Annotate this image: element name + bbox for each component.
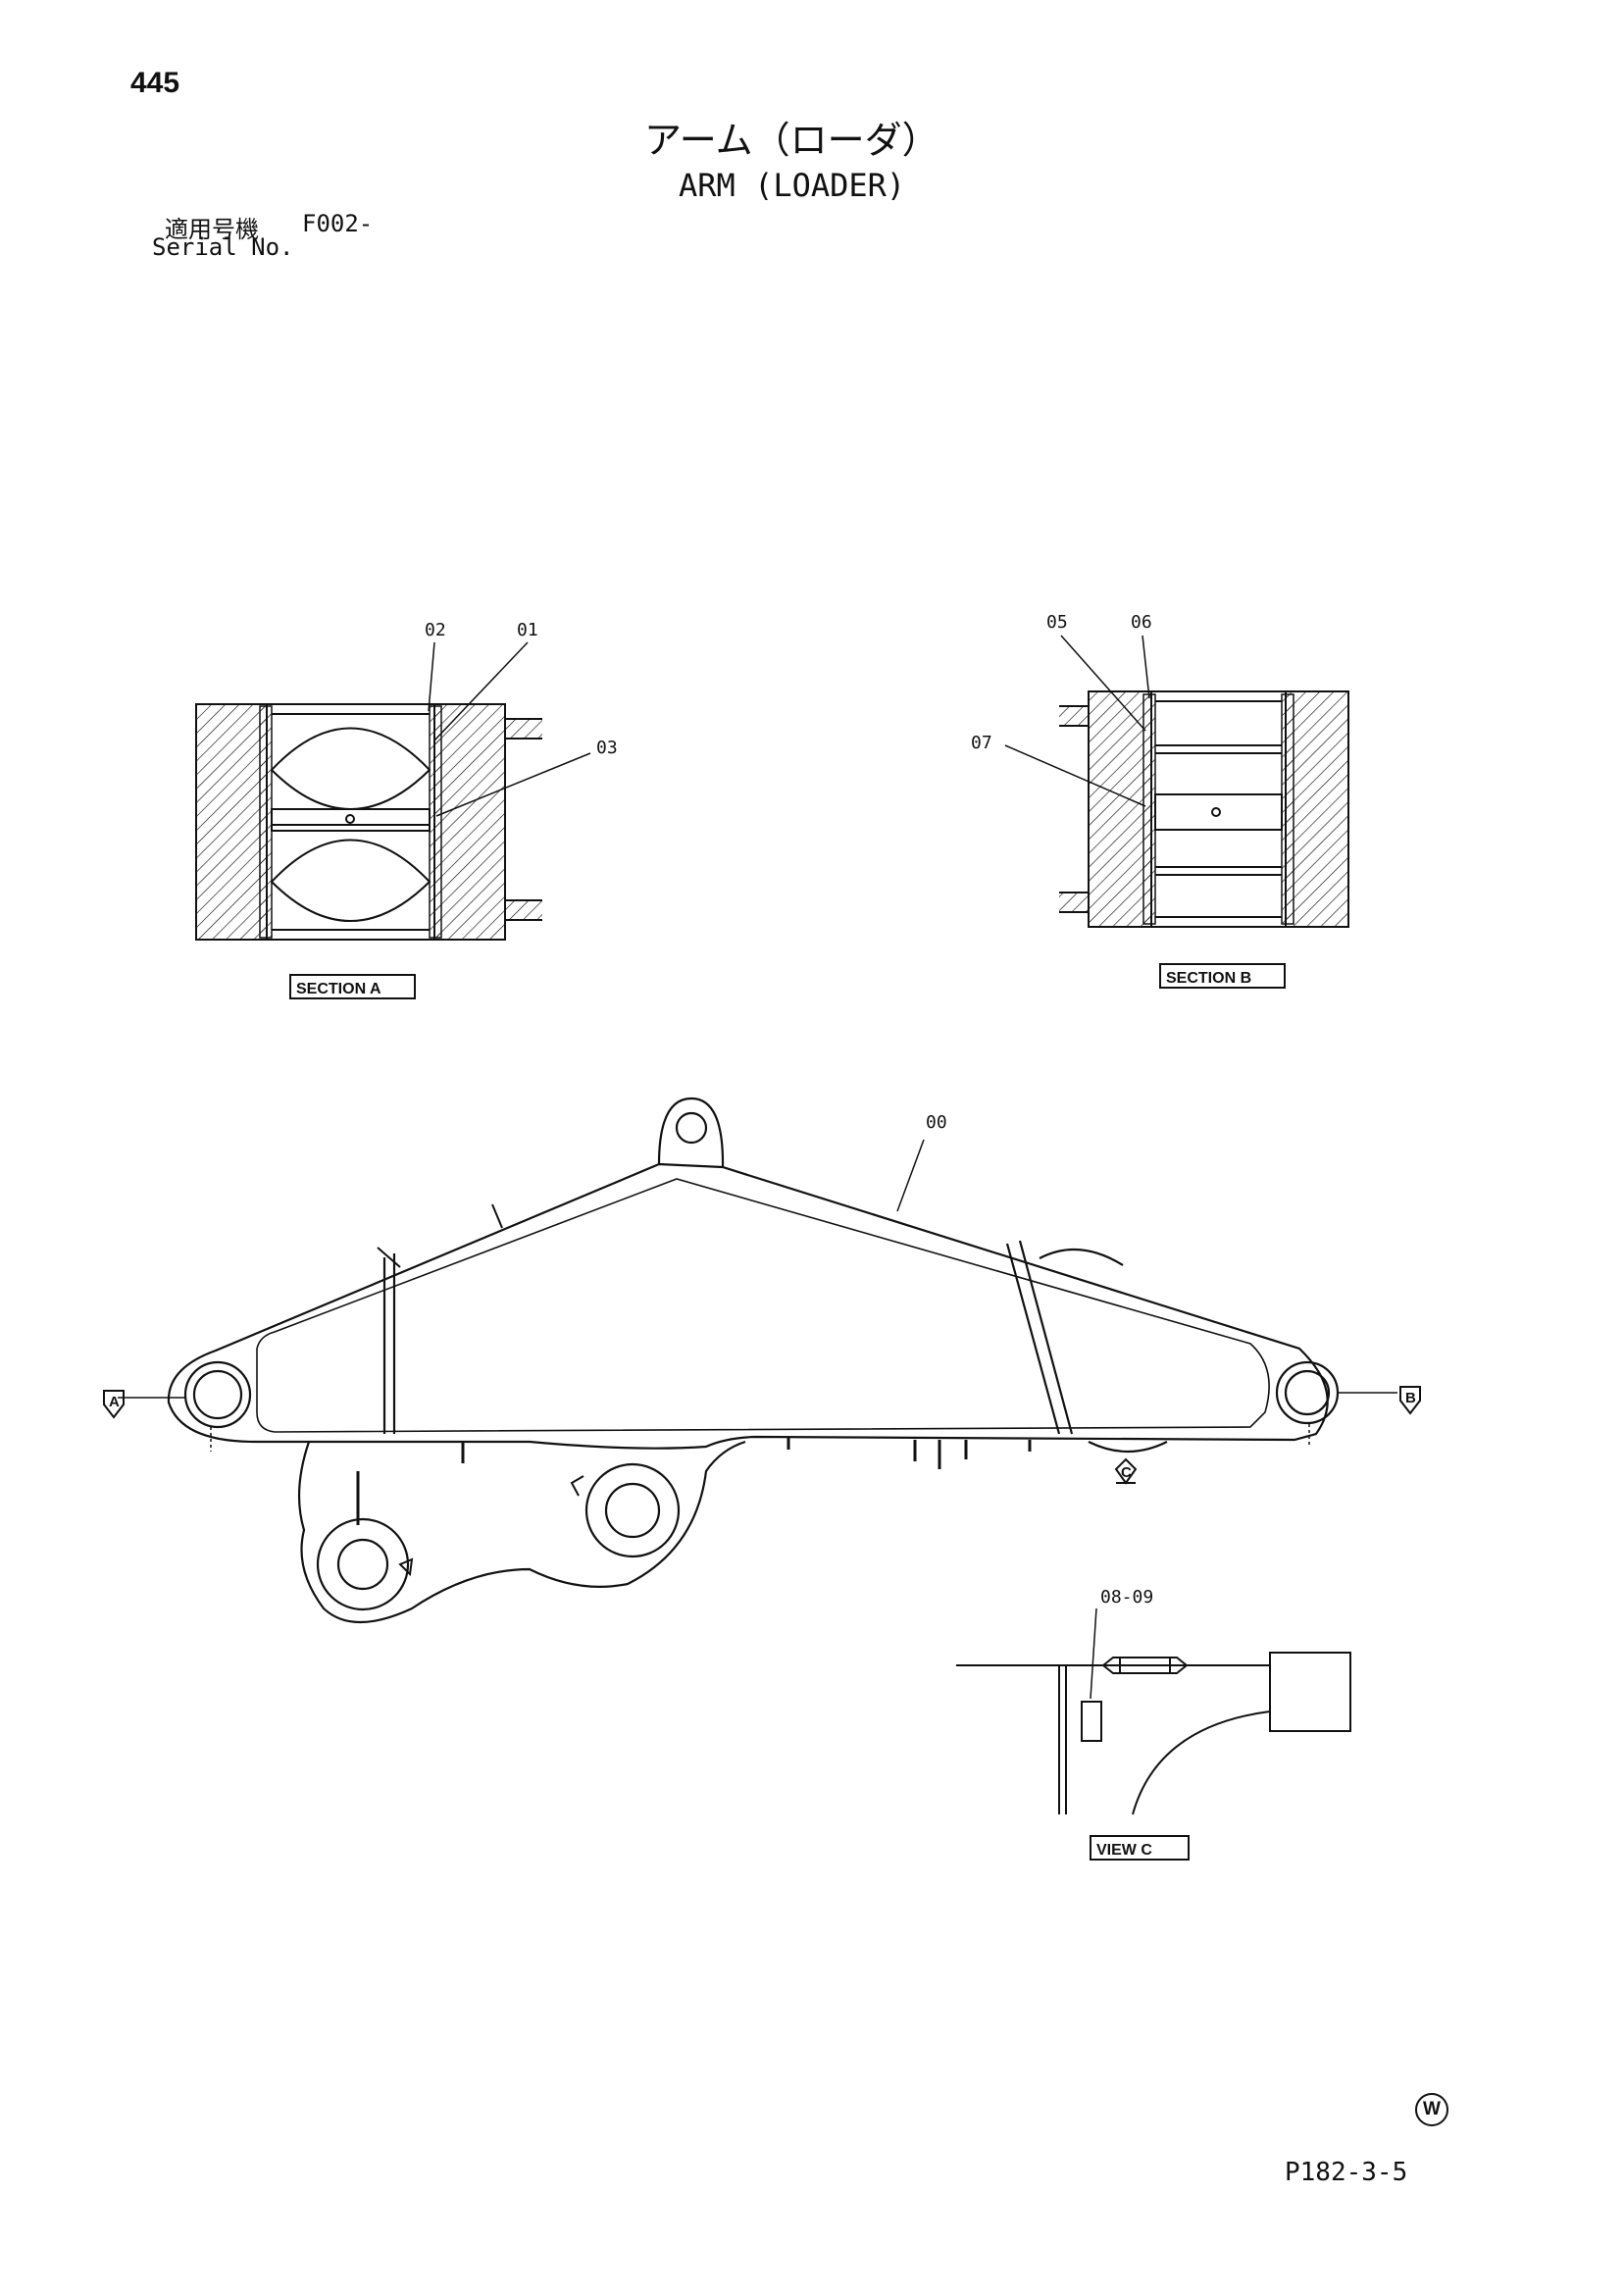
view-c-label: VIEW C [1096, 1842, 1152, 1859]
section-mark-a: A [109, 1394, 120, 1410]
title-english: ARM (LOADER) [679, 167, 906, 204]
section-mark-b: B [1405, 1390, 1416, 1406]
callout-00: 00 [926, 1112, 947, 1133]
serial-label-english: Serial No. [152, 233, 294, 261]
serial-label-japanese: 適用号機 [165, 216, 259, 243]
callout-06: 06 [1131, 612, 1152, 633]
callout-01: 01 [517, 620, 538, 640]
callout-08-09: 08-09 [1100, 1587, 1153, 1607]
title-japanese: アーム（ローダ） [644, 119, 939, 162]
view-c-drawing [956, 1607, 1351, 1815]
page-number: 445 [130, 67, 180, 99]
callout-05: 05 [1046, 612, 1068, 633]
footer-code: P182-3-5 [1285, 2158, 1408, 2187]
arm-main-view [103, 1097, 1421, 1623]
callout-02: 02 [425, 620, 446, 640]
watermark-w-mark: W [1415, 2093, 1448, 2126]
section-b-label: SECTION B [1166, 970, 1251, 987]
callout-07: 07 [971, 733, 992, 753]
section-a-label: SECTION A [296, 981, 381, 997]
serial-value: F002- [302, 210, 374, 237]
section-a-drawing [195, 641, 591, 941]
view-mark-c: C [1121, 1464, 1132, 1481]
section-b-drawing [1004, 635, 1349, 928]
callout-03: 03 [596, 738, 618, 758]
